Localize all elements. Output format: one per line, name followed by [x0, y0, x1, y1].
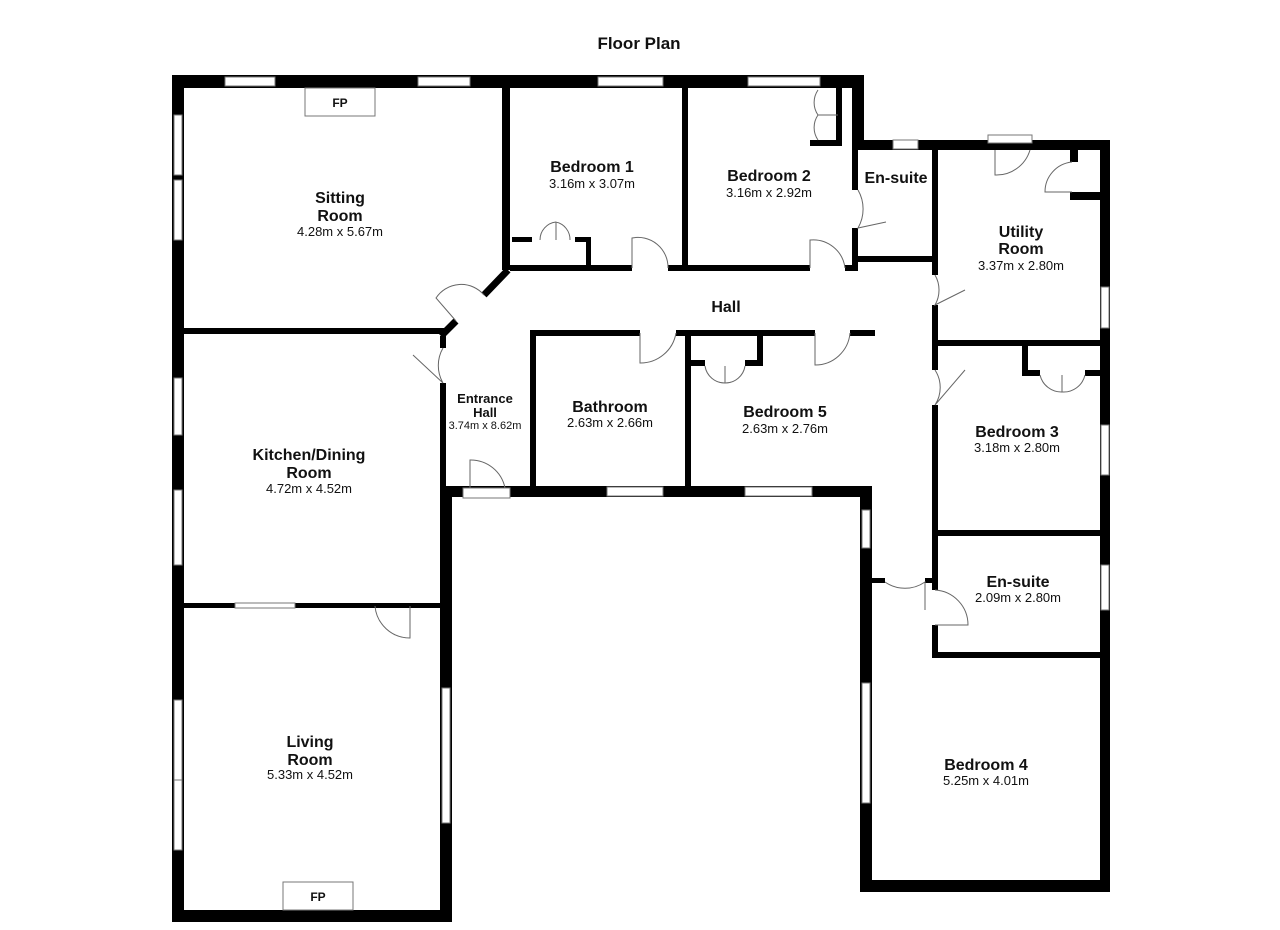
ensuite2-dims: 2.09m x 2.80m	[975, 590, 1061, 605]
bathroom-dims: 2.63m x 2.66m	[567, 415, 653, 430]
living-room-name: Living	[286, 734, 333, 751]
walls	[172, 75, 1110, 922]
doors	[374, 89, 1086, 639]
plan-title: Floor Plan	[597, 34, 680, 53]
bedroom5-name: Bedroom 5	[743, 404, 827, 421]
living-room-dims: 5.33m x 4.52m	[267, 767, 353, 782]
sitting-room-dims: 4.28m x 5.67m	[297, 224, 383, 239]
sitting-room-name: Room	[317, 208, 362, 225]
bedroom3-name: Bedroom 3	[975, 424, 1059, 441]
bedroom2-dims: 3.16m x 2.92m	[726, 185, 812, 200]
fireplace-label: FP	[310, 890, 325, 904]
utility-room-dims: 3.37m x 2.80m	[978, 258, 1064, 273]
entrance-hall-name: Entrance	[457, 391, 513, 406]
kitchen-name: Room	[286, 465, 331, 482]
bathroom-name: Bathroom	[572, 399, 648, 416]
fireplaces: FP FP	[282, 87, 376, 911]
utility-room-name: Utility	[999, 224, 1044, 241]
bedroom3-dims: 3.18m x 2.80m	[974, 440, 1060, 455]
bedroom1-dims: 3.16m x 3.07m	[549, 176, 635, 191]
bedroom4-name: Bedroom 4	[944, 757, 1028, 774]
room-labels: Sitting Room 4.28m x 5.67m Bedroom 1 3.1…	[253, 159, 1064, 788]
utility-room-name: Room	[998, 241, 1043, 258]
kitchen-dims: 4.72m x 4.52m	[266, 481, 352, 496]
windows	[173, 76, 1110, 851]
entrance-hall-dims: 3.74m x 8.62m	[449, 420, 522, 432]
kitchen-name: Kitchen/Dining	[253, 447, 366, 464]
sitting-room-name: Sitting	[315, 190, 365, 207]
bedroom1-name: Bedroom 1	[550, 159, 634, 176]
hall-name: Hall	[711, 299, 740, 316]
bedroom5-dims: 2.63m x 2.76m	[742, 421, 828, 436]
bedroom2-name: Bedroom 2	[727, 168, 811, 185]
entrance-hall-name: Hall	[473, 405, 497, 420]
bedroom4-dims: 5.25m x 4.01m	[943, 773, 1029, 788]
living-room-name: Room	[287, 752, 332, 769]
fireplace-label: FP	[332, 96, 347, 110]
fireplace-living	[282, 881, 354, 911]
ensuite2-name: En-suite	[986, 574, 1049, 591]
ensuite1-name: En-suite	[864, 170, 927, 187]
fireplace-sitting	[304, 87, 376, 117]
